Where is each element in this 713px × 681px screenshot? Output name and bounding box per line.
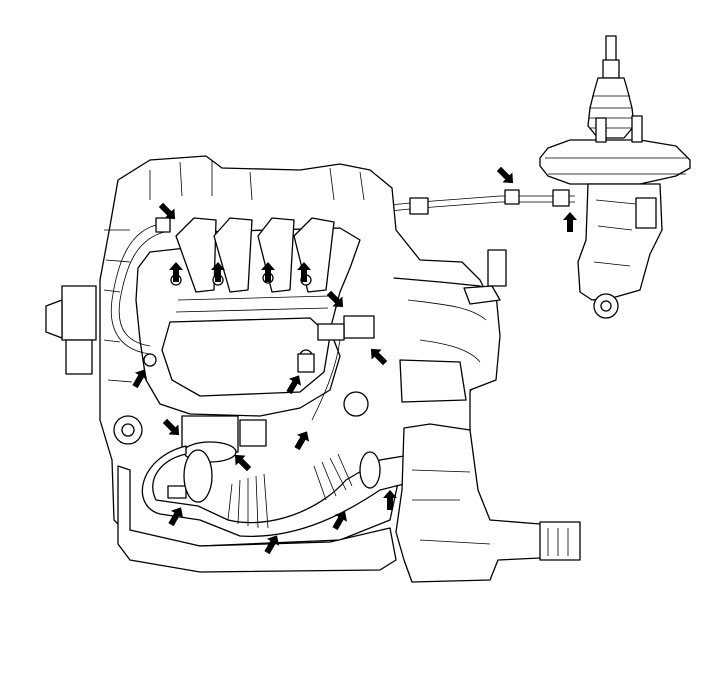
arrow-manifold-bolt-1 [169, 262, 183, 282]
arrow-manifold-bolt-3 [261, 262, 275, 282]
callout-arrows [132, 166, 577, 555]
arrow-connector-lower [286, 375, 302, 395]
pcv-hose [110, 217, 171, 355]
arrow-intake-clamp-bottom [264, 535, 280, 555]
sensor-connector [297, 315, 375, 421]
arrow-manifold-bolt-2 [211, 262, 225, 282]
arrow-air-duct [383, 490, 397, 510]
arrow-sensor-connector-1 [326, 290, 344, 308]
transmission [117, 423, 581, 583]
arrow-intake-clamp-left [168, 507, 184, 527]
arrow-hose-left-upper [158, 202, 176, 220]
arrow-throttle-left [162, 418, 180, 436]
arrow-hose-clamp-center [294, 431, 310, 451]
arrow-hose-left-lower [132, 369, 148, 389]
brake-booster [539, 35, 691, 319]
arrow-intake-clamp-right [332, 511, 348, 531]
arrow-vacuum-hose-clip-2 [563, 212, 577, 232]
arrow-sensor-connector-2 [370, 348, 388, 366]
arrow-throttle-center [234, 454, 252, 472]
arrow-manifold-bolt-4 [297, 262, 311, 282]
arrow-vacuum-hose-clip-1 [496, 166, 514, 184]
